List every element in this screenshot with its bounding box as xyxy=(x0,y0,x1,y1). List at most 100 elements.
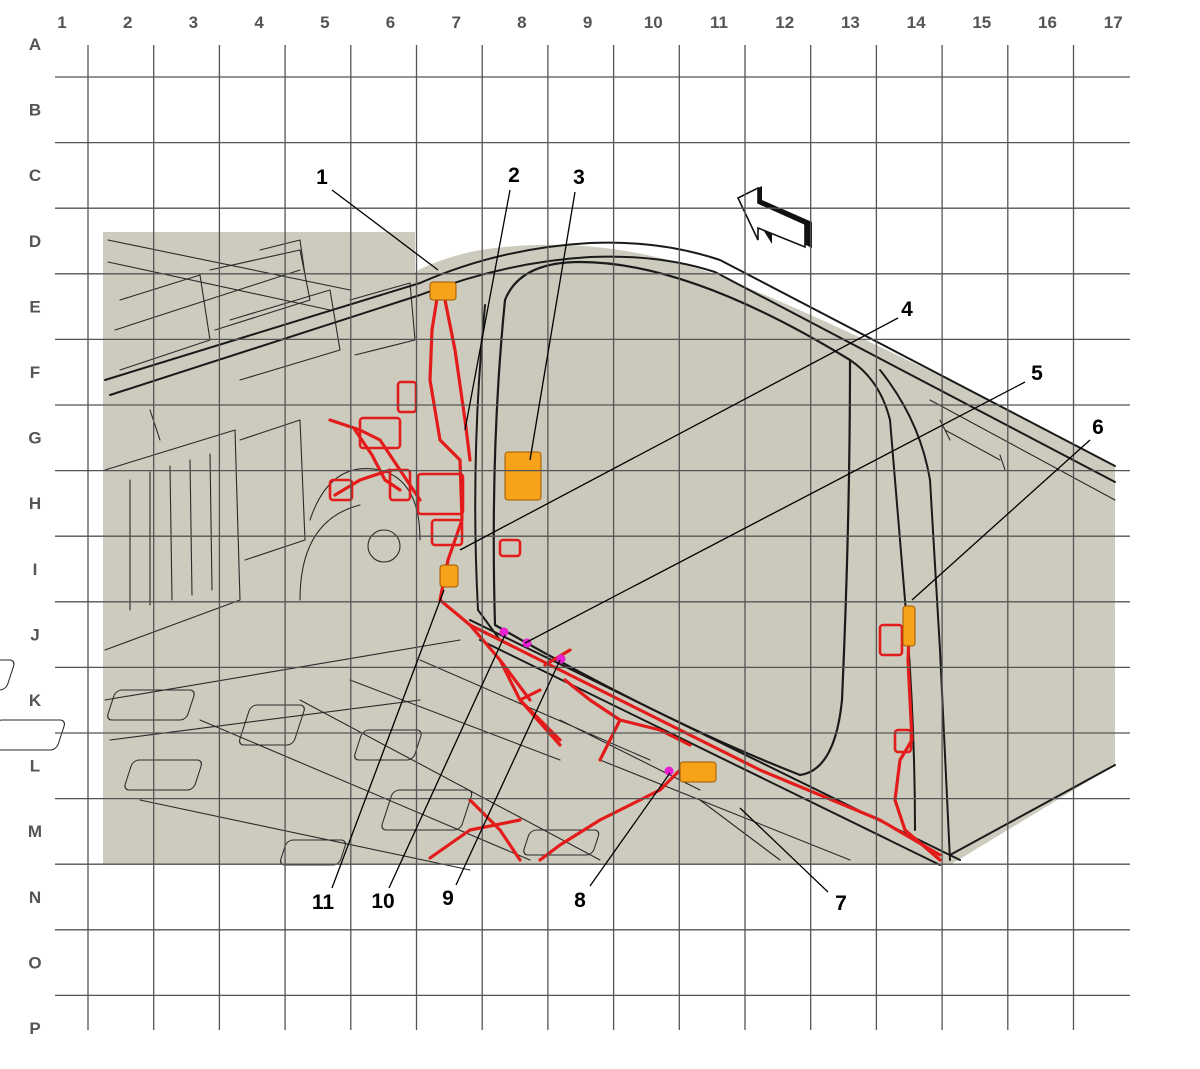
floor-detail xyxy=(280,839,347,866)
row-label: B xyxy=(29,101,41,120)
callout-leader-11 xyxy=(331,589,445,889)
callout-leader-7 xyxy=(739,807,829,893)
vehicle-body-illustration xyxy=(0,186,1116,871)
column-label: 2 xyxy=(123,13,132,32)
c-pillar xyxy=(879,369,951,861)
row-label: G xyxy=(28,429,41,448)
callout-leader-4 xyxy=(459,317,899,551)
column-label: 10 xyxy=(644,13,663,32)
harness-branch xyxy=(428,798,522,862)
row-label: P xyxy=(29,1019,40,1038)
floor-detail xyxy=(0,719,65,751)
callout-label-9: 9 xyxy=(442,887,454,910)
harness-component xyxy=(878,623,904,657)
row-label: M xyxy=(28,822,42,841)
harness-component xyxy=(893,728,913,754)
callout-leader-5 xyxy=(524,381,1026,644)
harness-component xyxy=(358,416,402,450)
column-label: 14 xyxy=(907,13,926,32)
harness-branch xyxy=(428,290,942,857)
column-label: 7 xyxy=(451,13,460,32)
harness-component xyxy=(416,472,465,516)
column-label: 3 xyxy=(189,13,198,32)
callout-label-7: 7 xyxy=(835,892,847,915)
harness-branch xyxy=(443,298,472,462)
connector xyxy=(504,451,542,501)
harness-component xyxy=(498,538,522,558)
floor-detail xyxy=(0,659,15,691)
callout-leader-1 xyxy=(331,189,439,271)
splice-point xyxy=(664,766,674,776)
row-label: L xyxy=(30,757,40,776)
column-label: 6 xyxy=(386,13,395,32)
column-label: 4 xyxy=(254,13,264,32)
connector xyxy=(679,761,717,783)
wheel-arch-hole xyxy=(367,529,401,563)
splice-point xyxy=(499,627,509,637)
row-label: J xyxy=(30,625,39,644)
harness-branch xyxy=(353,428,402,492)
floor-detail xyxy=(354,729,422,761)
floor-pan-lines xyxy=(104,639,851,871)
front-direction-arrow-icon xyxy=(736,186,812,249)
harness-component xyxy=(430,518,464,547)
row-label: D xyxy=(29,232,41,251)
row-label: E xyxy=(29,297,40,316)
floor-detail xyxy=(124,759,202,791)
callout-label-10: 10 xyxy=(371,890,394,913)
row-label: F xyxy=(30,363,40,382)
callout-label-2: 2 xyxy=(508,164,520,187)
harness-component xyxy=(328,478,354,502)
harness-branch xyxy=(328,418,422,502)
column-label: 9 xyxy=(583,13,592,32)
roof-rail-outer xyxy=(104,241,1116,467)
wiring-harness xyxy=(328,281,942,862)
floor-detail xyxy=(523,829,600,856)
column-label: 8 xyxy=(517,13,526,32)
harness-branch xyxy=(518,688,562,747)
background-above-roof xyxy=(415,232,1115,466)
column-label: 17 xyxy=(1104,13,1123,32)
row-label: K xyxy=(29,691,42,710)
callout-leader-10 xyxy=(388,634,506,889)
callout-label-3: 3 xyxy=(573,166,585,189)
callout-leader-3 xyxy=(529,191,576,461)
rear-quarter-lines xyxy=(929,399,1116,501)
column-label: 13 xyxy=(841,13,860,32)
column-label: 1 xyxy=(57,13,66,32)
callout-leader-2 xyxy=(464,189,511,431)
callout-leader-6 xyxy=(911,439,1091,601)
row-label: C xyxy=(29,166,41,185)
row-label: O xyxy=(28,953,41,972)
b-pillar-front xyxy=(474,304,501,641)
connector xyxy=(902,605,916,647)
floor-detail xyxy=(107,689,195,721)
column-label: 16 xyxy=(1038,13,1057,32)
column-label: 12 xyxy=(775,13,794,32)
row-label: N xyxy=(29,888,41,907)
connector xyxy=(439,564,459,588)
column-label: 5 xyxy=(320,13,329,32)
callout-label-11: 11 xyxy=(312,891,335,914)
callout-label-1: 1 xyxy=(316,166,328,189)
callout-leader-9 xyxy=(455,659,561,886)
callout-label-8: 8 xyxy=(574,889,586,912)
column-label: 15 xyxy=(972,13,991,32)
roof-rail-inner xyxy=(109,255,1116,483)
row-label: H xyxy=(29,494,41,513)
column-label: 11 xyxy=(710,13,728,32)
splice-point xyxy=(556,654,566,664)
row-label: I xyxy=(33,560,38,579)
harness-branch xyxy=(893,608,942,862)
callout-label-6: 6 xyxy=(1092,416,1104,439)
harness-branch xyxy=(538,768,682,862)
callout-label-5: 5 xyxy=(1031,362,1043,385)
connector xyxy=(429,281,457,301)
row-label: A xyxy=(29,35,41,54)
floor-detail xyxy=(238,704,305,746)
harness-branch xyxy=(598,718,622,762)
